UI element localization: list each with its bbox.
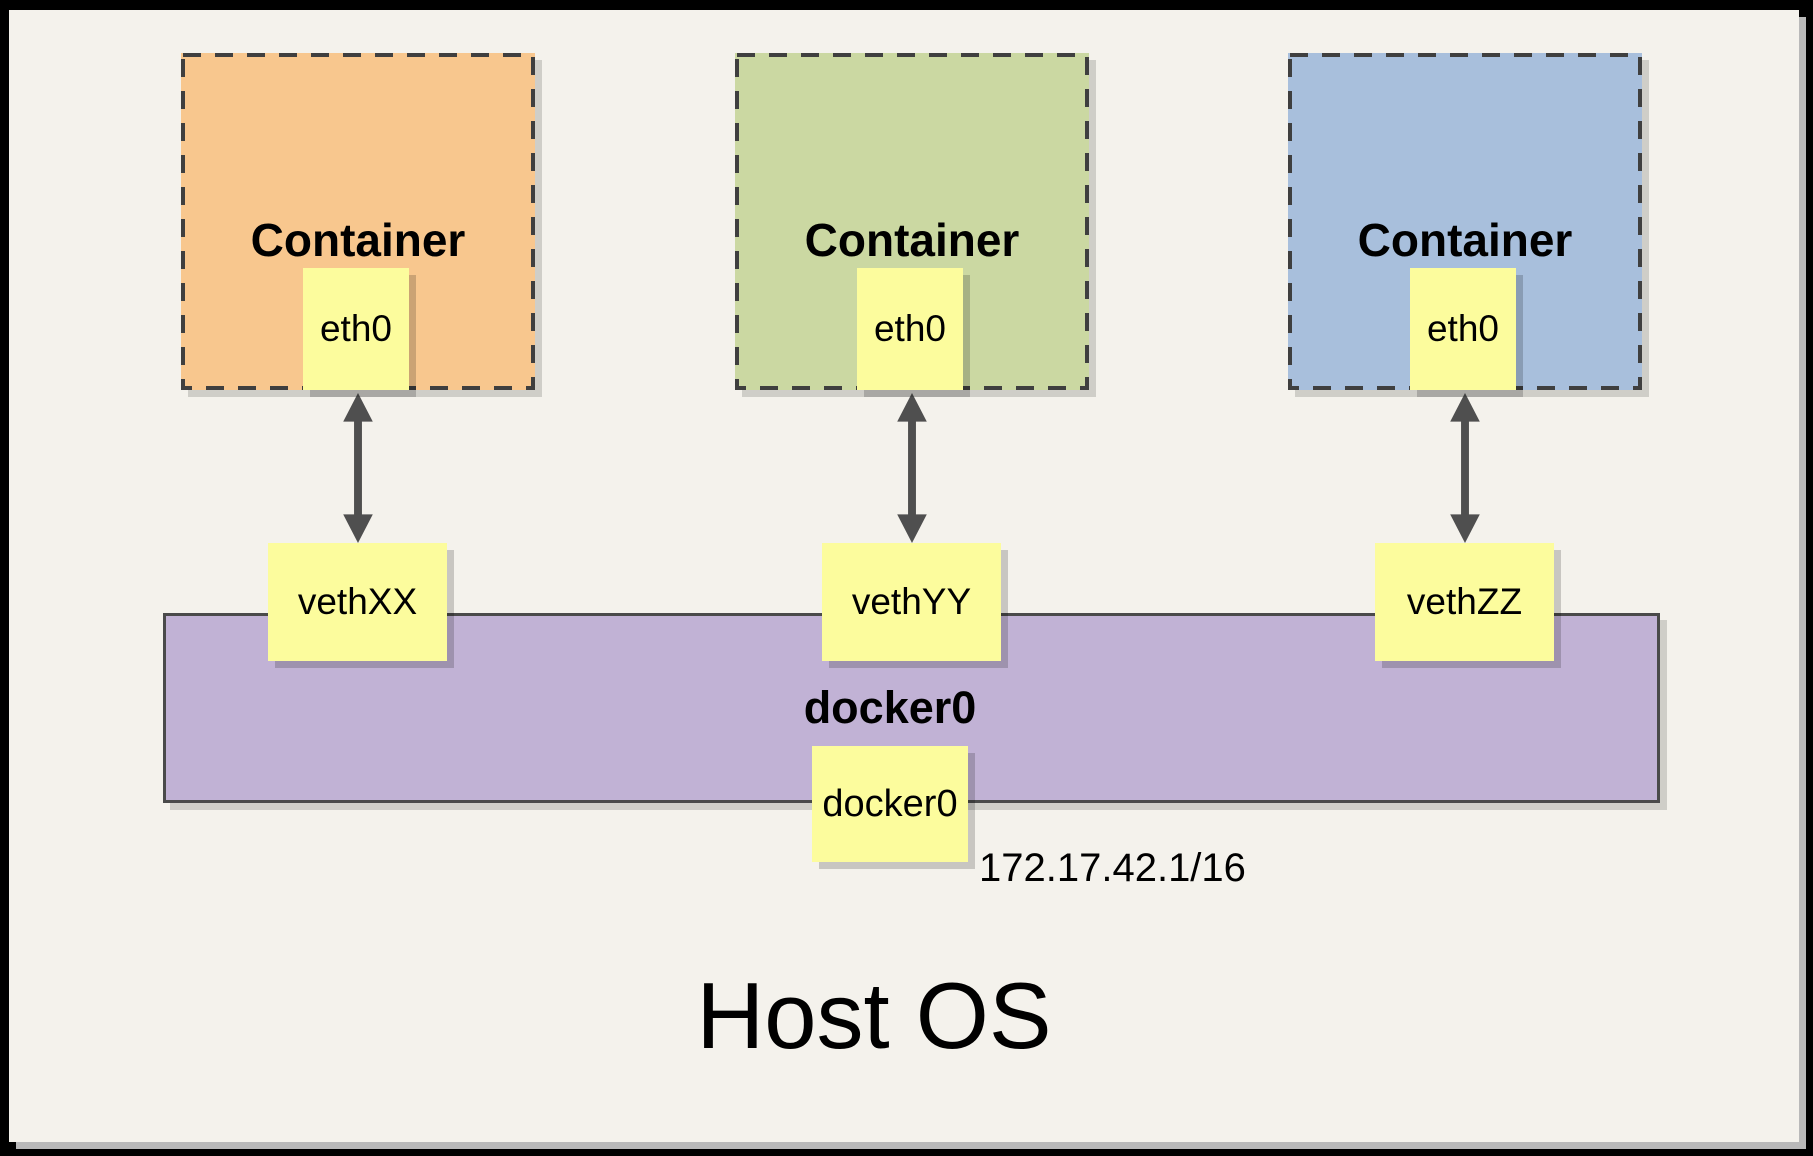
docker0-bridge-label: docker0 [803,682,977,733]
container-3-eth0-label: eth0 [1426,308,1499,349]
container-2-eth0-label: eth0 [873,308,946,349]
host-os-slide: Container eth0 Container eth0 Container … [9,10,1799,1142]
container-2-title: Container [804,214,1020,266]
dashed-border [181,53,535,390]
dashed-border [735,53,1089,390]
dashed-border [1288,53,1642,390]
container-3-eth0-box: eth0 [1410,268,1516,390]
container-2-eth0-box: eth0 [857,268,963,390]
vethYY-label: vethYY [851,581,972,622]
double-arrow-icon-3 [1450,393,1480,543]
double-arrow-icon-1 [343,393,373,543]
container-1-eth0-label: eth0 [319,308,392,349]
vethYY-box: vethYY [822,543,1001,661]
docker0-ip-address: 172.17.42.1/16 [979,846,1246,890]
vethXX-box: vethXX [268,543,447,661]
container-1-eth0-box: eth0 [303,268,409,390]
container-3-title: Container [1357,214,1573,266]
docker0-interface-box: docker0 [812,746,968,862]
host-os-title: Host OS [696,963,1052,1068]
vethZZ-box: vethZZ [1375,543,1554,661]
container-1-title: Container [250,214,466,266]
vethXX-label: vethXX [297,581,418,622]
double-arrow-icon-2 [897,393,927,543]
docker0-interface-label: docker0 [822,782,958,825]
vethZZ-label: vethZZ [1406,581,1523,622]
